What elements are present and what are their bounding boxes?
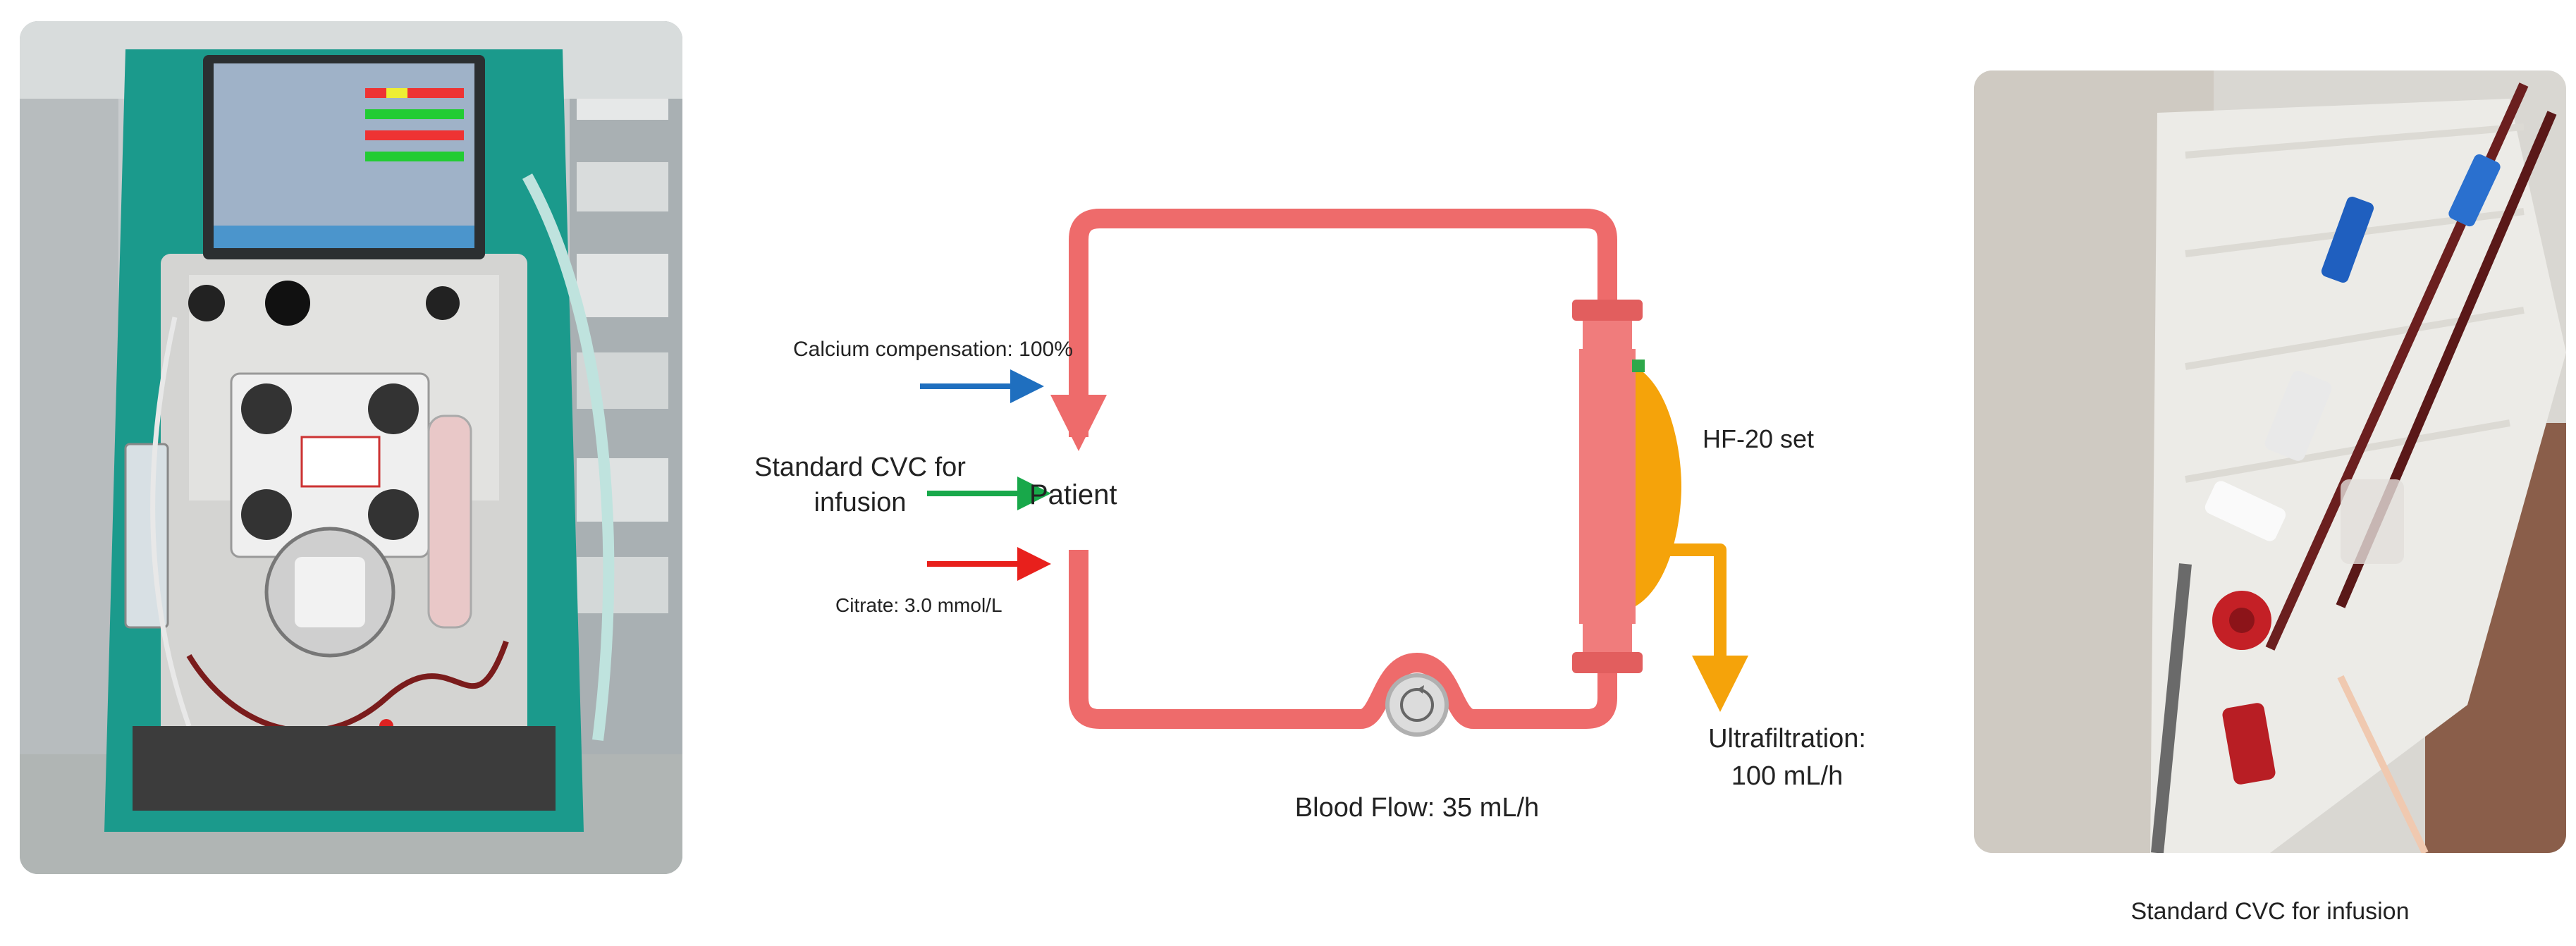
blood-flow-label: Blood Flow: 35 mL/h [1295,793,1539,823]
blood-pump [1385,673,1449,737]
photo-caption: Standard CVC for infusion [2130,898,2410,925]
citrate-label: Citrate: 3.0 mmol/L [835,594,1002,616]
circuit-arrowhead [1050,395,1107,451]
infusion-label-line1: Standard CVC for [754,453,966,482]
cvc-catheter-photo [1974,70,2566,853]
circuit-diagram: Calcium compensation: 100% Standard CVC … [677,155,1946,846]
crrt-machine-illustration [20,21,682,874]
blood-circuit-upper [1069,209,1617,729]
ultrafiltration-label-line2: 100 mL/h [1731,761,1843,791]
ultrafiltrate-arrowhead [1692,656,1748,712]
cvc-catheter-illustration [1974,70,2566,853]
filter-label: HF-20 set [1703,424,1814,453]
ultrafiltrate-line [1636,543,1726,663]
infusion-label-line2: infusion [814,488,907,517]
hemofilter [1572,300,1681,673]
calcium-label: Calcium compensation: 100% [793,338,1073,361]
crrt-machine-photo [20,21,682,874]
circuit-svg: Calcium compensation: 100% Standard CVC … [754,209,1866,823]
patient-label: Patient [1029,479,1117,510]
ultrafiltration-label-line1: Ultrafiltration: [1708,724,1866,754]
